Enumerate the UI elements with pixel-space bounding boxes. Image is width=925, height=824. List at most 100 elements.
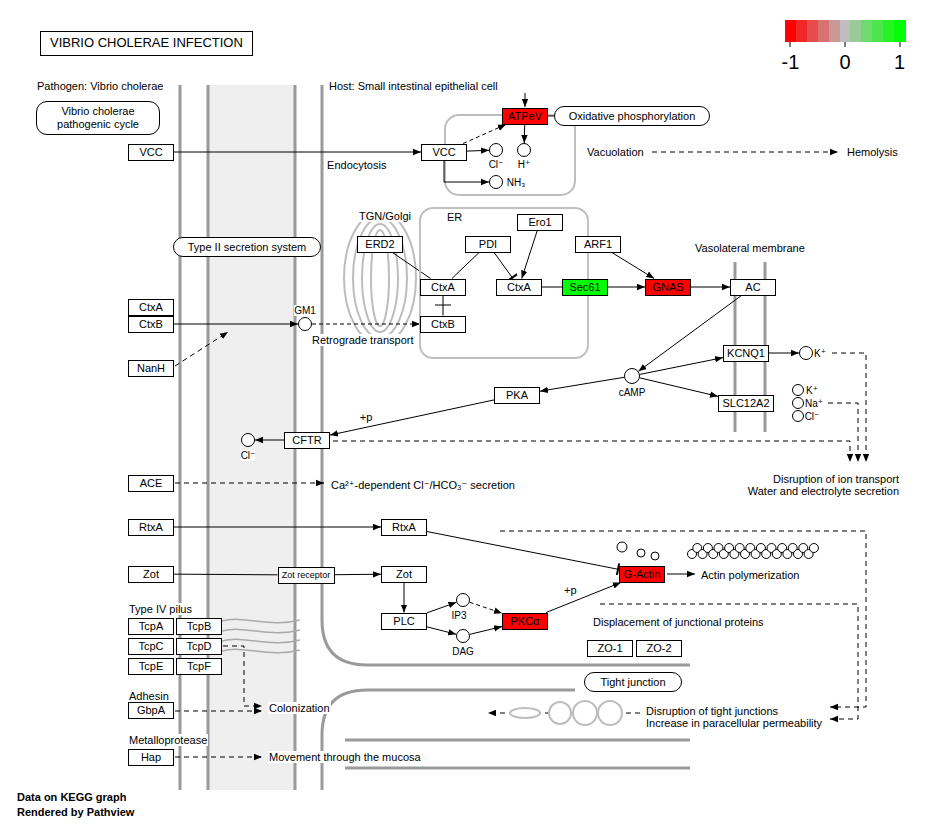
pathway-connector — [330, 400, 494, 435]
gene-box: TcpD — [176, 638, 222, 655]
node-label: ZO-2 — [646, 642, 671, 655]
annotation-label: Adhesin — [128, 690, 170, 702]
node-label: Na⁺ — [805, 398, 823, 409]
membrane-line — [179, 85, 182, 790]
annotation-label: Host: Small intestinal epithelial cell — [328, 80, 499, 92]
pathway-connector — [769, 353, 799, 354]
process-arrow — [175, 332, 228, 366]
annotation-label: Ca²⁺-dependent Cl⁻/HCO₃⁻ secretion — [330, 479, 516, 491]
gene-box: PKA — [494, 387, 540, 404]
annotation-label: TGN/Golgi — [358, 210, 412, 222]
compound-circle: cAMP — [624, 368, 640, 384]
diagram-title: VIBRIO CHOLERAE INFECTION — [40, 31, 253, 56]
gene-box: AC — [730, 279, 776, 296]
connector-label: Endocytosis — [326, 159, 387, 171]
annotation-label: Disruption of ion transport — [772, 473, 900, 485]
gene-box: Zot — [128, 566, 174, 583]
annotation-label: Vacuolation — [586, 146, 645, 158]
pathway-connector — [470, 602, 502, 613]
node-label: TcpB — [187, 620, 211, 633]
node-label: NanH — [137, 362, 165, 375]
golgi-cisterna — [353, 218, 407, 338]
gene-box: PDI — [465, 236, 511, 253]
pathway-link-box: Oxidative phosphorylation — [554, 106, 710, 127]
node-label: ACE — [140, 477, 163, 490]
node-label: RtxA — [139, 521, 163, 534]
gene-box: RtxA — [381, 519, 427, 536]
legend-swatch — [894, 20, 906, 42]
node-label: VCC — [139, 146, 162, 159]
node-label: KCNQ1 — [727, 347, 765, 360]
gene-box: CtxA — [128, 299, 174, 316]
gene-box: Zot receptor — [278, 567, 335, 584]
legend-swatch — [785, 20, 797, 42]
node-label: TcpF — [187, 660, 211, 673]
pathway-connector — [427, 627, 456, 634]
annotation-label: Actin polymerization — [700, 569, 800, 581]
junction-shape — [510, 708, 540, 718]
membrane-line — [207, 85, 210, 790]
node-label: CtxB — [139, 318, 163, 331]
gene-box: Sec61 — [562, 279, 608, 296]
legend-swatch — [840, 20, 852, 42]
gene-box: SLC12A2 — [718, 395, 774, 412]
compound-circle: K⁺ — [799, 346, 813, 360]
annotation-label: Type IV pilus — [128, 603, 193, 615]
gene-box: TcpA — [128, 618, 174, 635]
pathway-connector — [608, 287, 645, 288]
golgi-cisterna — [362, 224, 398, 332]
junction-shape — [598, 701, 622, 725]
node-label: TcpD — [186, 640, 211, 653]
connector-label: +p — [359, 411, 374, 423]
legend-label: -1 — [782, 51, 800, 73]
gene-box: TcpF — [176, 658, 222, 675]
gene-box: VCC — [421, 144, 467, 161]
membrane-line — [345, 739, 690, 742]
process-arrow — [832, 353, 866, 462]
gene-box: Hap — [128, 749, 174, 766]
legend-label: 1 — [894, 51, 905, 73]
node-label: GbpA — [137, 704, 165, 717]
annotation-label: Vasolateral membrane — [694, 242, 806, 254]
pilus-fiber — [222, 619, 300, 622]
annotation-label: Displacement of junctional proteins — [592, 616, 765, 628]
gene-box: ERD2 — [357, 236, 403, 253]
pathway-connector — [546, 583, 621, 613]
node-label: ZO-1 — [597, 642, 622, 655]
compound-circle: H⁺ — [517, 143, 531, 157]
gene-box: NanH — [128, 360, 174, 377]
process-arrow — [175, 757, 262, 758]
gene-box: KCNQ1 — [723, 345, 769, 362]
node-label: K⁺ — [814, 348, 826, 359]
node-label: Zot receptor — [282, 570, 331, 580]
compound-circle: GM1 — [298, 317, 312, 331]
gene-box: PLC — [381, 613, 427, 630]
node-label: CFTR — [292, 434, 321, 447]
pathway-connector — [443, 296, 444, 316]
legend-gradient-cell — [818, 20, 830, 42]
gene-box: CtxA — [420, 279, 466, 296]
node-label: Hap — [141, 751, 161, 764]
pathway-connector — [522, 231, 538, 279]
node-label: Sec61 — [569, 281, 600, 294]
node-label: GM1 — [294, 305, 316, 316]
node-label: PDI — [479, 238, 497, 251]
node-label: DAG — [452, 646, 474, 657]
pathway-connector — [612, 253, 654, 279]
node-label: PLC — [393, 615, 414, 628]
legend-gradient-cell — [807, 20, 819, 42]
process-arrow — [828, 403, 858, 462]
gene-box: GbpA — [128, 702, 174, 719]
compound-circle: Cl⁻ — [489, 143, 503, 157]
node-label: CtxA — [507, 281, 531, 294]
pathway-connector — [542, 287, 562, 288]
legend-tick — [790, 42, 900, 47]
node-label: PKCα — [511, 615, 540, 628]
node-label: VCC — [432, 146, 455, 159]
pathway-connector — [467, 150, 489, 152]
gene-box: VCC — [128, 144, 174, 161]
pathway-connector — [452, 253, 479, 279]
connector-group — [174, 116, 799, 634]
gene-box: ZO-1 — [587, 640, 633, 657]
